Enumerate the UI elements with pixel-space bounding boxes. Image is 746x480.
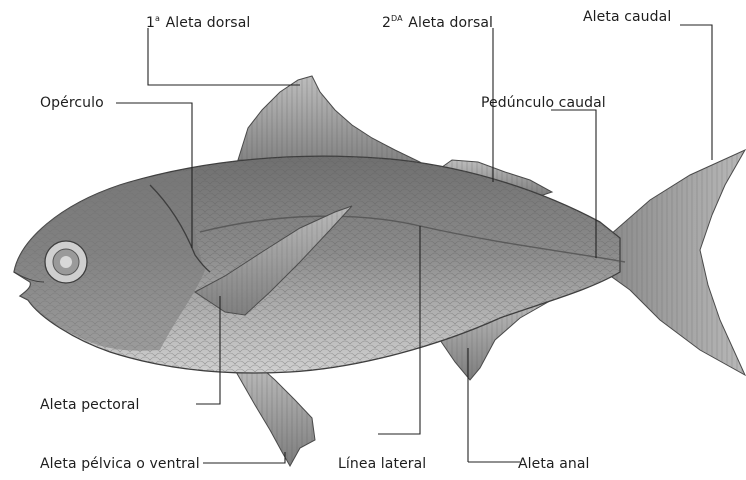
label-operculo: Opérculo [40,94,104,112]
label-anal-fin: Aleta anal [518,455,590,473]
label-caudal-peduncle: Pedúnculo caudal [481,94,606,112]
label-first-dorsal-fin: 1a Aleta dorsal [146,10,250,32]
label-lateral-line: Línea lateral [338,455,426,473]
label-caudal-fin: Aleta caudal [583,8,671,26]
leader-peduncle [551,110,596,258]
label-pectoral-fin: Aleta pectoral [40,396,139,414]
leader-caudal [680,25,712,160]
leader-pelvic [203,452,285,463]
leader-operculo [116,103,192,248]
leader-pectoral [196,296,220,404]
label-second-dorsal-fin: 2DA Aleta dorsal [382,10,493,32]
leader-dorsal1 [148,28,300,85]
label-pelvic-fin: Aleta pélvica o ventral [40,455,200,473]
leader-anal [468,348,520,462]
leader-lateral [378,226,420,434]
